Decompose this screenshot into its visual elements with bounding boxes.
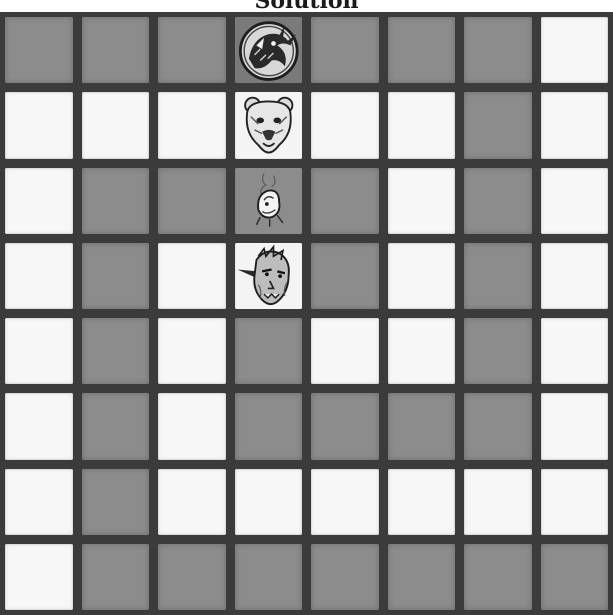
board-square-r4-c3[interactable] xyxy=(235,318,303,384)
board-square-r3-c5[interactable] xyxy=(388,243,456,309)
board-square-r1-c5[interactable] xyxy=(388,92,456,158)
board-square-r7-c1[interactable] xyxy=(82,544,150,610)
bear-head-icon xyxy=(235,92,303,158)
board-square-r5-c4[interactable] xyxy=(311,393,379,459)
board-square-r4-c7[interactable] xyxy=(541,318,609,384)
board-square-r2-c4[interactable] xyxy=(311,168,379,234)
board-square-r0-c4[interactable] xyxy=(311,17,379,83)
board-square-r3-c1[interactable] xyxy=(82,243,150,309)
board-square-r2-c6[interactable] xyxy=(464,168,532,234)
board-square-r6-c6[interactable] xyxy=(464,469,532,535)
board-square-r7-c4[interactable] xyxy=(311,544,379,610)
board-square-r1-c6[interactable] xyxy=(464,92,532,158)
board-square-r6-c3[interactable] xyxy=(235,469,303,535)
goblin-head-icon xyxy=(235,243,303,309)
board-square-r6-c1[interactable] xyxy=(82,469,150,535)
board-square-r2-c7[interactable] xyxy=(541,168,609,234)
page-title: Solution xyxy=(0,0,613,12)
board-square-r3-c4[interactable] xyxy=(311,243,379,309)
board-square-r6-c2[interactable] xyxy=(158,469,226,535)
board-square-r6-c4[interactable] xyxy=(311,469,379,535)
board-square-r3-c0[interactable] xyxy=(5,243,73,309)
board-square-r1-c1[interactable] xyxy=(82,92,150,158)
board-square-r5-c3[interactable] xyxy=(235,393,303,459)
board-square-r7-c2[interactable] xyxy=(158,544,226,610)
board-square-r1-c7[interactable] xyxy=(541,92,609,158)
board-square-r3-c2[interactable] xyxy=(158,243,226,309)
board-square-r1-c3[interactable] xyxy=(235,92,303,158)
board-square-r1-c2[interactable] xyxy=(158,92,226,158)
board-square-r4-c0[interactable] xyxy=(5,318,73,384)
board-square-r5-c1[interactable] xyxy=(82,393,150,459)
board-square-r5-c5[interactable] xyxy=(388,393,456,459)
board-square-r0-c2[interactable] xyxy=(158,17,226,83)
game-board xyxy=(0,12,613,615)
board-square-r7-c0[interactable] xyxy=(5,544,73,610)
board-square-r4-c2[interactable] xyxy=(158,318,226,384)
board-square-r0-c5[interactable] xyxy=(388,17,456,83)
board-square-r5-c0[interactable] xyxy=(5,393,73,459)
board-square-r2-c5[interactable] xyxy=(388,168,456,234)
board-square-r5-c7[interactable] xyxy=(541,393,609,459)
board-square-r0-c1[interactable] xyxy=(82,17,150,83)
board-square-r2-c1[interactable] xyxy=(82,168,150,234)
board-square-r6-c0[interactable] xyxy=(5,469,73,535)
title-strip: Solution xyxy=(0,0,613,12)
board-square-r7-c3[interactable] xyxy=(235,544,303,610)
board-square-r3-c3[interactable] xyxy=(235,243,303,309)
board-square-r2-c0[interactable] xyxy=(5,168,73,234)
board-square-r7-c5[interactable] xyxy=(388,544,456,610)
board-square-r0-c3[interactable] xyxy=(235,17,303,83)
board-square-r2-c3[interactable] xyxy=(235,168,303,234)
board-square-r6-c5[interactable] xyxy=(388,469,456,535)
board-square-r6-c7[interactable] xyxy=(541,469,609,535)
board-square-r4-c5[interactable] xyxy=(388,318,456,384)
board-square-r0-c0[interactable] xyxy=(5,17,73,83)
board-square-r0-c7[interactable] xyxy=(541,17,609,83)
board-square-r0-c6[interactable] xyxy=(464,17,532,83)
board-square-r7-c7[interactable] xyxy=(541,544,609,610)
board-square-r5-c2[interactable] xyxy=(158,393,226,459)
board-square-r4-c6[interactable] xyxy=(464,318,532,384)
board-square-r4-c4[interactable] xyxy=(311,318,379,384)
board-square-r3-c6[interactable] xyxy=(464,243,532,309)
board-square-r1-c0[interactable] xyxy=(5,92,73,158)
dragon-head-icon xyxy=(235,17,303,83)
board-square-r5-c6[interactable] xyxy=(464,393,532,459)
board-square-r1-c4[interactable] xyxy=(311,92,379,158)
wisp-creature-icon xyxy=(235,168,303,234)
board-square-r4-c1[interactable] xyxy=(82,318,150,384)
board-square-r7-c6[interactable] xyxy=(464,544,532,610)
board-square-r2-c2[interactable] xyxy=(158,168,226,234)
board-square-r3-c7[interactable] xyxy=(541,243,609,309)
